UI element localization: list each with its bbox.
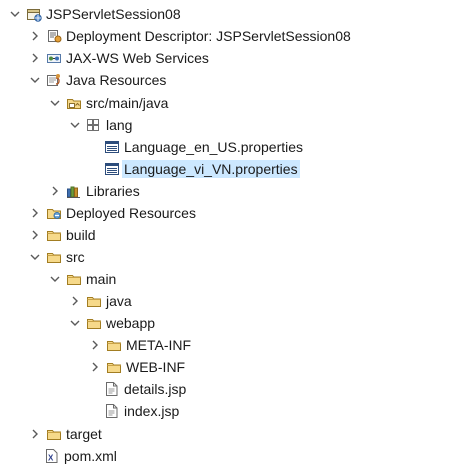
tree-item-label: lang: [106, 117, 133, 133]
tree-item[interactable]: JAX-WS Web Services: [0, 47, 474, 69]
tree-item[interactable]: Language_en_US.properties: [0, 136, 474, 158]
tree-item-label: WEB-INF: [126, 359, 186, 375]
jsp-file-icon: [104, 403, 120, 419]
jsp-file-icon: [104, 381, 120, 397]
chevron-down-icon[interactable]: [70, 318, 80, 328]
tree-item[interactable]: index.jsp: [0, 400, 474, 422]
tree-item-label: Libraries: [86, 183, 140, 199]
java-resources-icon: [46, 72, 62, 88]
folder-icon: [46, 426, 62, 442]
tree-item[interactable]: Language_vi_VN.properties: [0, 158, 474, 180]
web-project-icon: [26, 6, 42, 22]
tree-item[interactable]: build: [0, 224, 474, 246]
tree-item[interactable]: main: [0, 268, 474, 290]
chevron-right-icon[interactable]: [30, 230, 40, 240]
tree-item[interactable]: WEB-INF: [0, 356, 474, 378]
folder-icon: [46, 249, 62, 265]
tree-item-label: Java Resources: [66, 72, 167, 88]
tree-item-label: JSPServletSession08: [46, 6, 181, 22]
tree-item-label: webapp: [106, 315, 156, 331]
web-services-icon: [46, 50, 62, 66]
folder-icon: [86, 293, 102, 309]
tree-item[interactable]: JSPServletSession08: [0, 3, 474, 25]
chevron-down-icon[interactable]: [30, 75, 40, 85]
tree-item-label: Deployed Resources: [66, 205, 196, 221]
tree-item-label: pom.xml: [64, 448, 117, 464]
chevron-down-icon[interactable]: [10, 9, 20, 19]
tree-item[interactable]: java: [0, 290, 474, 312]
libraries-icon: [66, 183, 82, 199]
tree-item[interactable]: src: [0, 246, 474, 268]
chevron-down-icon[interactable]: [50, 274, 60, 284]
tree-item[interactable]: Libraries: [0, 180, 474, 202]
folder-icon: [46, 227, 62, 243]
tree-item[interactable]: target: [0, 423, 474, 445]
chevron-down-icon[interactable]: [70, 120, 80, 130]
tree-item-label: src: [66, 249, 85, 265]
tree-item-label: java: [106, 293, 132, 309]
folder-icon: [106, 359, 122, 375]
chevron-right-icon[interactable]: [70, 296, 80, 306]
chevron-right-icon[interactable]: [30, 429, 40, 439]
chevron-right-icon[interactable]: [90, 362, 100, 372]
tree-item[interactable]: details.jsp: [0, 378, 474, 400]
tree-item[interactable]: Java Resources: [0, 69, 474, 91]
tree-item-label: details.jsp: [124, 381, 187, 397]
source-folder-icon: [66, 95, 82, 111]
folder-icon: [66, 271, 82, 287]
package-icon: [86, 117, 102, 133]
tree-item-label: index.jsp: [124, 403, 180, 419]
tree-item[interactable]: src/main/java: [0, 92, 474, 114]
tree-item[interactable]: Deployment Descriptor: JSPServletSession…: [0, 25, 474, 47]
properties-file-icon: [104, 139, 120, 155]
svg-text:X: X: [48, 454, 54, 463]
tree-item-label: target: [66, 426, 102, 442]
tree-item-label: Language_en_US.properties: [124, 139, 304, 155]
chevron-right-icon[interactable]: [90, 340, 100, 350]
deployment-descriptor-icon: [46, 28, 62, 44]
xml-file-icon: X: [44, 448, 60, 464]
deployed-resources-icon: [46, 205, 62, 221]
folder-icon: [106, 337, 122, 353]
tree-item-label: src/main/java: [86, 95, 169, 111]
tree-item[interactable]: webapp: [0, 312, 474, 334]
chevron-down-icon[interactable]: [50, 98, 60, 108]
tree-item-label: JAX-WS Web Services: [66, 50, 209, 66]
chevron-right-icon[interactable]: [30, 53, 40, 63]
tree-item[interactable]: META-INF: [0, 334, 474, 356]
chevron-down-icon[interactable]: [30, 252, 40, 262]
chevron-right-icon[interactable]: [50, 186, 60, 196]
tree-item-label: Deployment Descriptor: JSPServletSession…: [66, 28, 351, 44]
tree-item-label: META-INF: [126, 337, 192, 353]
chevron-right-icon[interactable]: [30, 208, 40, 218]
tree-item[interactable]: Deployed Resources: [0, 202, 474, 224]
tree-item-label: main: [86, 271, 117, 287]
tree-item-label: Language_vi_VN.properties: [122, 160, 300, 178]
properties-file-icon: [104, 161, 120, 177]
tree-item-label: build: [66, 227, 96, 243]
folder-icon: [86, 315, 102, 331]
chevron-right-icon[interactable]: [30, 31, 40, 41]
tree-item[interactable]: lang: [0, 114, 474, 136]
